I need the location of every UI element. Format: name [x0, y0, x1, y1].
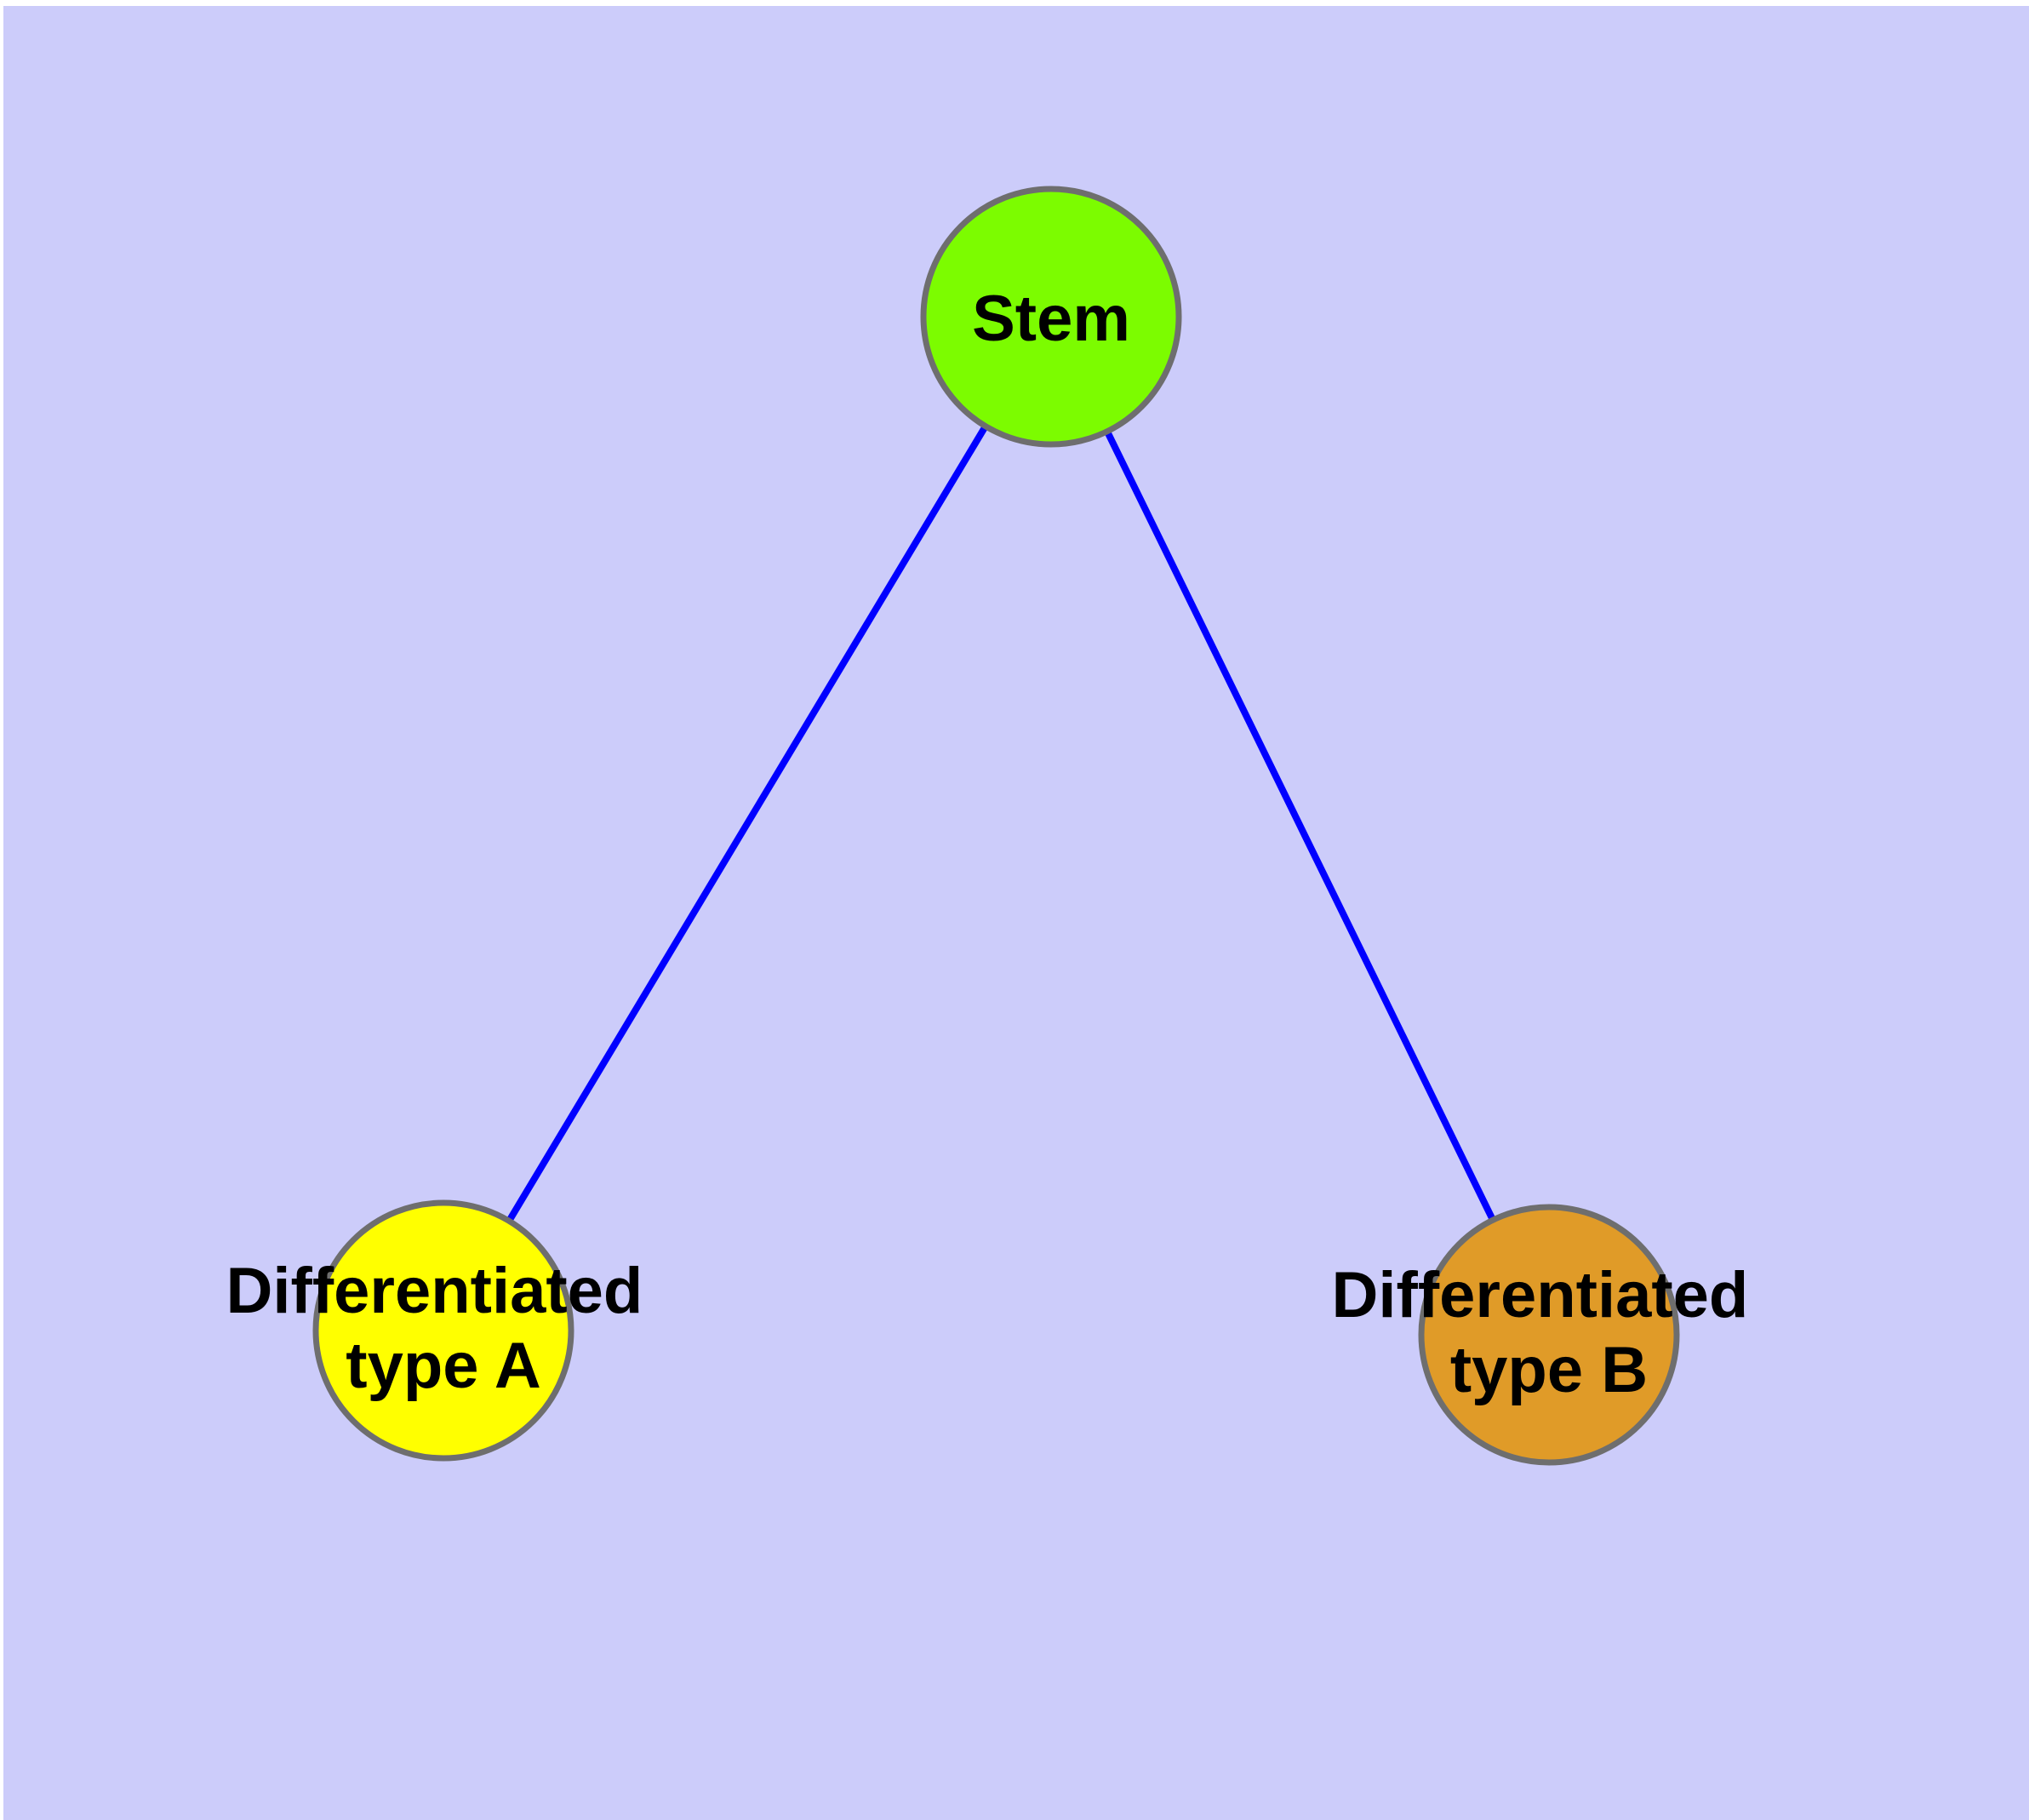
edge-stem-to-differentiated-type-b[interactable] — [1104, 429, 1496, 1222]
node-differentiated-type-b-label-line1: Differentiated — [1332, 1259, 1749, 1331]
node-stem[interactable]: Stem — [920, 186, 1182, 448]
node-differentiated-type-b[interactable] — [1418, 1204, 1680, 1466]
node-differentiated-type-a-circle[interactable] — [312, 1199, 574, 1462]
node-differentiated-type-b-circle[interactable] — [1418, 1204, 1680, 1466]
node-differentiated-type-b-label: Differentiated type B — [1332, 1259, 1767, 1406]
node-differentiated-type-b-label-line2: type B — [1450, 1334, 1648, 1406]
node-stem-label: Stem — [972, 283, 1130, 355]
node-group: Stem Differentiated type A Differentiate… — [226, 186, 1767, 1466]
edge-group — [506, 424, 1496, 1223]
node-differentiated-type-a[interactable] — [312, 1199, 574, 1462]
node-differentiated-type-a-label-line2: type A — [346, 1330, 540, 1402]
node-differentiated-type-a-label: Differentiated type A — [226, 1255, 661, 1402]
edge-stem-to-differentiated-type-a[interactable] — [506, 424, 989, 1223]
node-differentiated-type-a-label-line1: Differentiated — [226, 1255, 643, 1327]
node-stem-circle[interactable] — [920, 186, 1182, 448]
